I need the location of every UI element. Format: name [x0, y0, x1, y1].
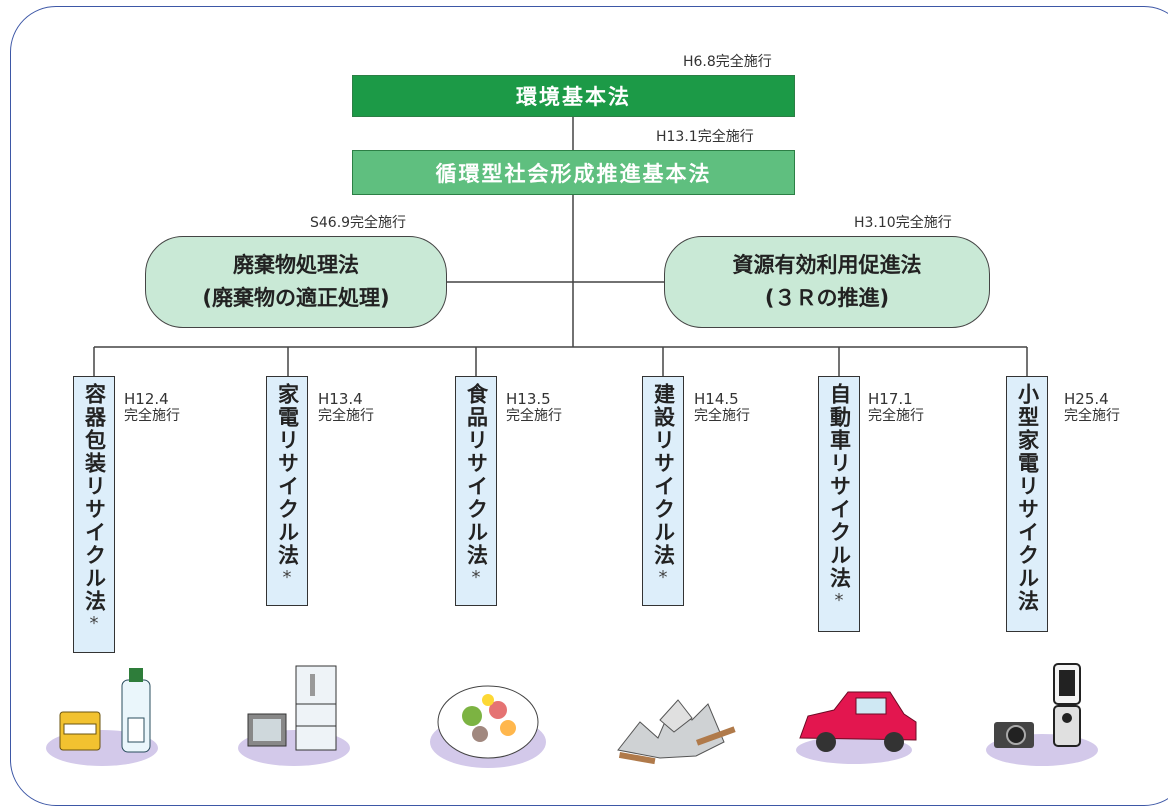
construction-debris-icon — [617, 699, 736, 765]
law-label: 家電リサイクル法 — [275, 383, 300, 567]
circ-law-date: H13.1完全施行 — [656, 129, 754, 145]
construction-recycling-law-box: 建設リサイクル法 * — [642, 376, 684, 606]
law-label: 建設リサイクル法 — [651, 383, 676, 567]
waste-law-subtitle: (廃棄物の適正処理) — [202, 286, 390, 310]
food-recycling-law-box: 食品リサイクル法 * — [455, 376, 497, 606]
small-appliance-recycling-law-box: 小型家電リサイクル法 — [1006, 376, 1048, 632]
env-law-date: H6.8完全施行 — [683, 54, 772, 70]
resource-law-subtitle: (３Ｒの推進) — [764, 286, 890, 310]
circular-society-law-box: 循環型社会形成推進基本法 — [352, 150, 795, 195]
law-asterisk: * — [89, 613, 99, 634]
law-label: 食品リサイクル法 — [464, 383, 489, 567]
waste-management-law-box: 廃棄物処理法 (廃棄物の適正処理) — [145, 236, 447, 328]
law-asterisk: * — [658, 567, 668, 588]
auto-recycling-law-box: 自動車リサイクル法 * — [818, 376, 860, 632]
law-asterisk: * — [471, 567, 481, 588]
law-asterisk: * — [282, 567, 292, 588]
container-recycling-law-box: 容器包装リサイクル法 * — [73, 376, 115, 653]
law-asterisk: * — [834, 590, 844, 611]
law-label: 容器包装リサイクル法 — [82, 383, 107, 613]
appliances-icon — [238, 665, 350, 766]
food-plate-icon — [430, 685, 546, 768]
diagram-frame — [10, 6, 1168, 806]
resource-law-title: 資源有効利用促進法 — [732, 253, 922, 278]
small-electronics-icon — [986, 663, 1098, 766]
waste-law-date: S46.9完全施行 — [310, 215, 407, 231]
env-basic-law-box: 環境基本法 — [352, 75, 795, 117]
car-icon — [796, 691, 917, 764]
resource-utilization-law-box: 資源有効利用促進法 (３Ｒの推進) — [664, 236, 990, 328]
law-label: 自動車リサイクル法 — [827, 383, 852, 590]
resource-law-date: H3.10完全施行 — [854, 215, 952, 231]
appliance-recycling-law-box: 家電リサイクル法 * — [266, 376, 308, 606]
containers-icon — [46, 668, 158, 766]
waste-law-title: 廃棄物処理法 — [233, 253, 359, 278]
law-label: 小型家電リサイクル法 — [1015, 383, 1040, 613]
